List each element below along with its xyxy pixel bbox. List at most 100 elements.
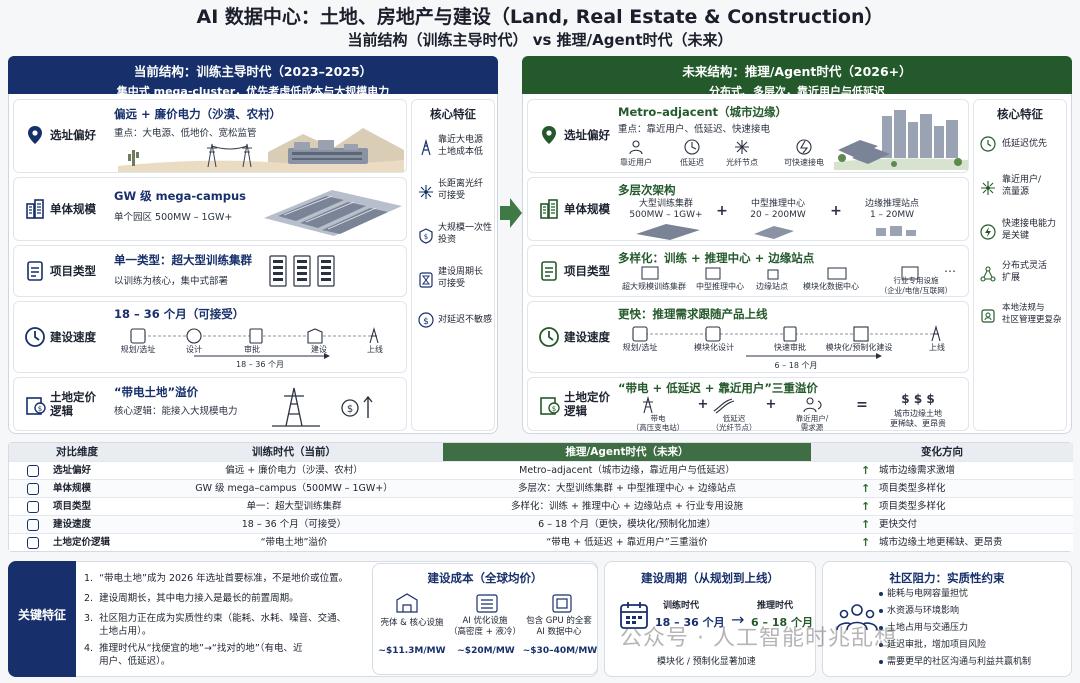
dollar-circle-icon: $ [418,312,434,328]
checklist-icon [541,261,557,281]
right-row-location: 选址偏好 Metro–adjacent（城市边缘） 重点：靠近用户、低延迟、快速… [527,99,969,173]
table-cell: Metro–adjacent（城市边缘，靠近用户与低延迟） [519,465,735,476]
community-item: 土地占用与交通压力 [887,623,969,633]
left-row-type: 项目类型 单一类型：超大型训练集群 以训练为核心，集中式部署 [13,245,407,297]
table-row: 单体规模 GW 级 mega–campus（500MW – 1GW+） 多层次：大型… [9,479,1073,497]
left-row-sub: 单个园区 500MW – 1GW+ [114,212,233,223]
cost-box: 建设成本（全球均价） 壳体 & 核心设施 AI 优化设施 （高密度 + 液冷） … [372,563,598,675]
core-item: 本地法规与 社区管理更复杂 [1002,303,1062,325]
tier-name: 边缘推理站点 [864,199,919,209]
timeline-track [130,326,379,359]
left-row-head: GW 级 mega-campus [114,189,247,203]
table-cell: 选址偏好 [53,465,92,476]
equals-sign: = [856,397,868,413]
cost-title: 建设成本（全球均价） [427,571,543,585]
cycle-note: 模块化 / 预制化显著加速 [657,657,756,667]
key-features-tag [8,561,76,677]
table-cell: 多层次：大型训练集群 + 中型推理中心 + 边缘站点 [518,483,736,494]
bullet-icon [879,643,883,647]
infer-era-value: 6 – 18 个月 [751,616,813,629]
key-item: 3. 社区阻力正在成为实质性约束（能耗、水耗、噪音、交通、 土地占用）。 [84,613,347,637]
table-cell: 项目类型 [53,501,92,512]
timeline-step: 规划/选址 [622,343,658,352]
table-cell: 土地定价逻辑 [53,537,111,548]
checklist-icon [27,501,39,513]
cost-label: 壳体 & 核心设施 [380,618,444,628]
table-cell: GW 级 mega–campus（500MW – 1GW+） [195,483,393,494]
timeline-step: 上线 [929,343,945,352]
clock-icon [27,519,39,531]
right-row-head: 更快：推理需求跟随产品上线 [618,307,768,321]
right-row-label: 建设速度 [564,330,610,344]
up-arrow-icon: ↑ [861,482,871,495]
left-row-sub: 核心逻辑：能接入大规模电力 [114,406,238,417]
table-row: 项目类型单一：超大型训练集群多样化：训练 + 推理中心 + 边缘站点 + 行业专… [9,497,1073,515]
right-row-label: 选址偏好 [564,128,610,142]
left-row-speed: 建设速度 18 – 36 个月（可接受） 规划/选址 设计 审批 建设 上线 1… [13,301,407,373]
timeline-span: 6 – 18 个月 [774,361,818,370]
left-row-label: 选址偏好 [50,128,96,142]
plus-sign: + [830,203,842,219]
cycle-title: 建设周期（从规划到上线） [641,571,779,585]
right-row-pricing: $ 土地定价逻辑 “带电 + 低延迟 + 靠近用户”三重溢价 带电 （高压变电站… [527,377,969,432]
timeline-step: 上线 [367,345,383,354]
community-item: 水资源与环境影响 [887,606,960,616]
left-row-label: 土地定价逻辑 [50,390,96,418]
server-racks-icon [269,255,335,287]
table-cell: 更快交付 [879,519,918,530]
pylon-icon [421,138,431,156]
right-panel: 未来结构：推理/Agent时代（2026+） 分布式、多层次，靠近用户与低延迟 … [522,56,1072,434]
core-item: 长距离光纤 可接受 [438,179,484,201]
core-title: 核心特征 [430,107,476,121]
train-era-label: 训练时代 [663,601,700,611]
investment-icon: $ [419,228,433,244]
community-item: 能耗与电网容量担忧 [887,589,969,599]
core-item: 靠近大电源 土地成本低 [438,135,484,157]
table-cell: 建设速度 [53,519,92,530]
metro-feature-icons [629,139,812,155]
table-cell: 18 – 36 个月（可接受） [241,519,347,530]
tier-illustrations [636,224,916,240]
svg-text:$: $ [424,233,428,241]
right-panel-header: 未来结构：推理/Agent时代（2026+） 分布式、多层次，靠近用户与低延迟 [522,56,1072,98]
table-cell: 单一：超大型训练集群 [246,501,342,512]
plus-sign: + [697,397,709,412]
right-row-head: “带电 + 低延迟 + 靠近用户”三重溢价 [618,381,818,395]
table-cell: 单体规模 [53,483,92,494]
up-arrow-icon: ↑ [861,536,871,549]
right-core-features: 核心特征 低延迟优先 靠近用户/ 流量源 快速接电能力 是关键 分布式灵活 扩展… [973,99,1067,431]
right-header-sub: 分布式、多层次，靠近用户与低延迟 [709,85,885,98]
left-row-label: 建设速度 [50,330,96,344]
type-label: 超大规模训练集群 [622,282,686,291]
up-arrow-icon: ↑ [861,500,871,513]
comparison-table: 对比维度 训练时代（当前） 推理/Agent时代（未来） 变化方向 选址偏好偏远… [8,442,1073,552]
core-item: 分布式灵活 扩展 [1002,261,1048,283]
svg-text:$: $ [423,317,429,327]
right-row-type: 项目类型 多样化：训练 + 推理中心 + 边缘站点 超大规模训练集群 中型推理中… [527,245,969,297]
table-header: 推理/Agent时代（未来） [443,443,811,461]
calendar-icon [620,602,648,629]
timeline-step: 模块化/预制化建设 [825,343,893,352]
bullet-icon [879,592,883,596]
premium-part: 低延迟 （光纤节点） [711,414,757,432]
table-cell: 城市边缘土地更稀缺、更昂贵 [879,537,1003,548]
left-row-pricing: $ 土地定价逻辑 “带电土地”溢价 核心逻辑：能接入大规模电力 $ [13,377,407,431]
table-cell: 项目类型多样化 [879,483,946,494]
watermark: 公众号 · 人工智能时兆乱想 [620,626,897,651]
left-row-head: 偏远 + 廉价电力（沙漠、农村） [114,107,282,121]
table-cell: 偏远 + 廉价电力（沙漠、农村） [225,465,363,476]
core-title: 核心特征 [997,107,1043,121]
table-header: 对比维度 [9,443,145,461]
svg-text:$: $ [38,405,42,413]
right-row-label: 项目类型 [564,264,610,278]
key-item: 1. “带电土地”成为 2026 年选址首要标准，不是地价或位置。 [84,573,349,584]
table-cell: 项目类型多样化 [879,501,946,512]
table-cell: 6 – 18 个月（更快，模块化/预制化加速） [538,519,716,530]
regulation-icon [981,309,995,323]
more-ellipsis: ⋯ [944,264,956,278]
type-label: 行业专用设施 （企业/电信/互联网） [879,276,953,295]
pylon-dollar-icon: $ [272,387,373,427]
left-row-scale: 单体规模 GW 级 mega-campus 单个园区 500MW – 1GW+ [13,177,407,241]
cycle-arrow-icon: → [731,610,745,629]
page-subtitle: 当前结构（训练主导时代） vs 推理/Agent时代（未来） [347,31,733,49]
